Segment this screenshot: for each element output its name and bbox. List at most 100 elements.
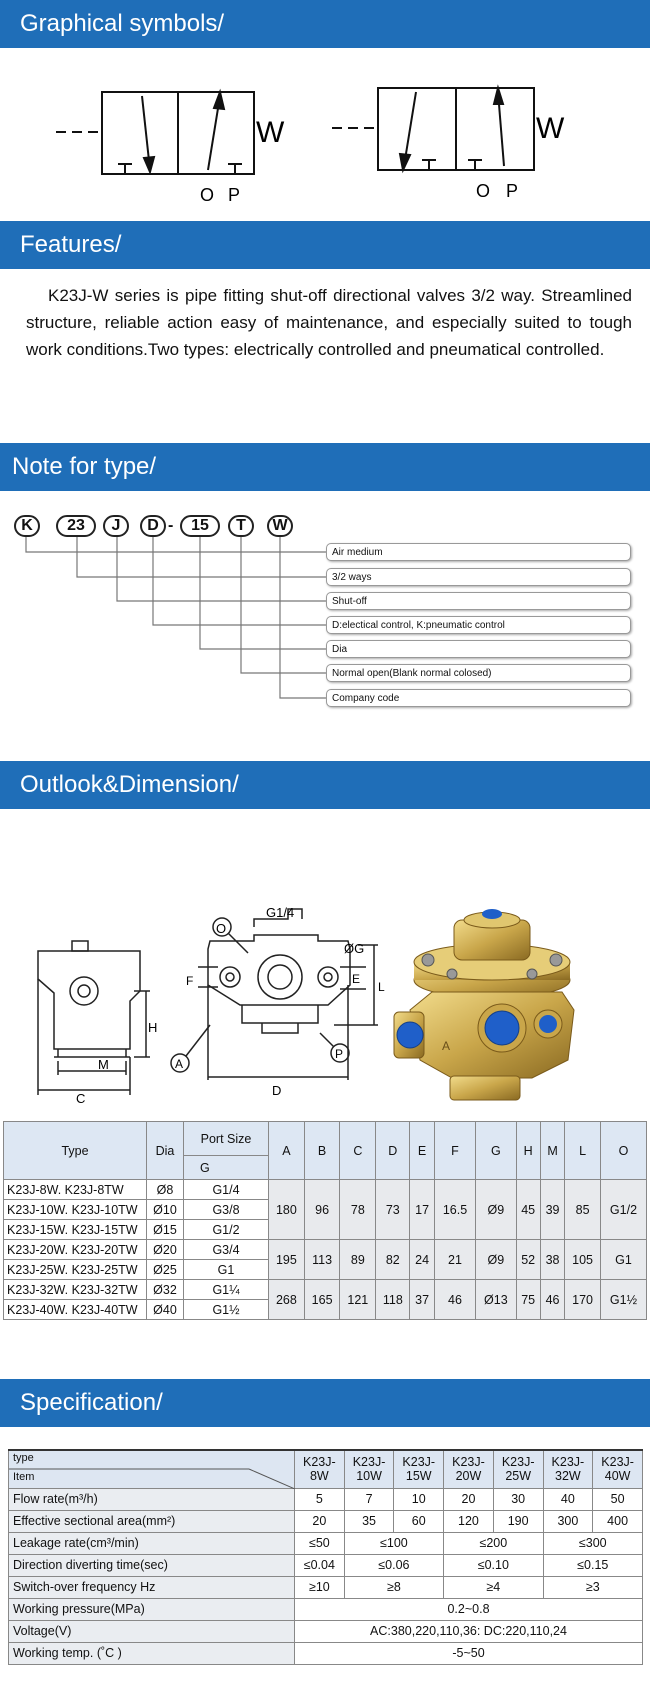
cell-direction: ≤0.10 (443, 1553, 544, 1577)
row-label-frequency: Switch-over frequency Hz (8, 1575, 295, 1599)
row-label-flow: Flow rate(m³/h) (8, 1487, 295, 1511)
cell-l: 105 (564, 1239, 601, 1280)
row-label-direction: Direction diverting time(sec) (8, 1553, 295, 1577)
cell-flow: 10 (393, 1487, 445, 1511)
cell-port: G1/4 (183, 1179, 269, 1200)
model-prefix: K23J- (402, 1455, 436, 1470)
cell-o: G1½ (599, 1279, 648, 1320)
code-k: K (14, 515, 40, 537)
row-label-leak: Leakage rate(cm³/min) (8, 1531, 295, 1555)
dim-label-p: P (335, 1047, 343, 1061)
header-port-size: Port Size (183, 1121, 269, 1156)
cell-area: 190 (492, 1509, 544, 1533)
features-paragraph: K23J-W series is pipe fitting shut-off d… (26, 286, 632, 359)
cell-type: K23J-8W. K23J-8TW (3, 1179, 147, 1200)
cell-direction: ≤0.06 (343, 1553, 445, 1577)
graphical-symbols: O P W O P W (56, 84, 565, 205)
table-row: Flow rate(m³/h) 5 7 10 20 30 40 50 (8, 1487, 643, 1511)
cell-a: 195 (268, 1239, 305, 1280)
cell-f: 16.5 (433, 1179, 477, 1240)
dimension-table: Type Dia Port Size A B C D E F G H M L O… (3, 1121, 648, 1320)
model-prefix: K23J- (303, 1455, 336, 1470)
cell-area: 300 (542, 1509, 594, 1533)
code-t: T (228, 515, 254, 537)
dim-label-h: H (148, 1020, 157, 1035)
header-f: F (433, 1121, 477, 1180)
code-d: D (140, 515, 166, 537)
table-header-row: G (4, 1155, 647, 1180)
cell-e: 24 (409, 1239, 435, 1280)
cell-leak: ≤300 (542, 1531, 644, 1555)
code-j: J (103, 515, 129, 537)
code-separator: - (168, 517, 174, 534)
cell-direction: ≤0.15 (542, 1553, 644, 1577)
header-a: A (268, 1121, 305, 1180)
cell-h: 52 (515, 1239, 541, 1280)
note-dia: Dia (326, 640, 631, 658)
cell-pressure: 0.2~0.8 (294, 1597, 643, 1621)
dim-label-e: E (352, 972, 360, 986)
spec-corner: type Item (8, 1449, 295, 1489)
section-title: Note for type/ (12, 453, 157, 480)
section-banner-features: Features/ (0, 221, 650, 269)
row-label-pressure: Working pressure(MPa) (8, 1597, 295, 1621)
cell-port: G1½ (183, 1299, 269, 1320)
header-dia: Dia (146, 1121, 184, 1180)
cell-b: 165 (303, 1279, 341, 1320)
cell-type: K23J-20W. K23J-20TW (3, 1239, 147, 1260)
table-row: Voltage(V) AC:380,220,110,36: DC:220,110… (8, 1619, 643, 1643)
corner-type: type (13, 1452, 34, 1464)
type-code-connectors (25, 537, 326, 699)
note-normal-open: Normal open(Blank normal colosed) (326, 664, 631, 682)
cell-g: Ø13 (475, 1279, 517, 1320)
dim-label-g14: G1/4 (266, 905, 294, 920)
cell-temp: -5~50 (294, 1641, 643, 1665)
cell-m: 46 (539, 1279, 566, 1320)
cell-area: 60 (393, 1509, 445, 1533)
model-header: K23J-40W (592, 1449, 643, 1489)
dim-label-o: O (216, 921, 226, 936)
row-label-voltage: Voltage(V) (8, 1619, 295, 1643)
header-port-g: G (183, 1155, 269, 1180)
cell-flow: 5 (294, 1487, 345, 1511)
note-company-code: Company code (326, 689, 631, 707)
cell-d: 82 (375, 1239, 411, 1280)
cell-flow: 50 (592, 1487, 643, 1511)
cell-voltage: AC:380,220,110,36: DC:220,110,24 (294, 1619, 643, 1643)
table-row: K23J-32W. K23J-32TW Ø32 G1¼ 268 165 121 … (3, 1279, 648, 1320)
cell-frequency: ≥4 (443, 1575, 544, 1599)
table-row: Leakage rate(cm³/min) ≤50 ≤100 ≤200 ≤300 (8, 1531, 644, 1555)
code-15: 15 (180, 515, 220, 537)
port-p-right: P (506, 181, 518, 201)
dim-label-c: C (76, 1091, 85, 1105)
table-row: K23J-40W. K23J-40TW Ø40 G1½ (3, 1299, 647, 1320)
symbol-left (56, 88, 255, 176)
cell-dia: Ø15 (146, 1219, 184, 1240)
model-prefix: K23J- (551, 1455, 585, 1470)
cell-b: 96 (303, 1179, 341, 1240)
cell-port: G1¼ (183, 1279, 269, 1300)
cell-c: 89 (339, 1239, 377, 1280)
header-l: L (564, 1121, 601, 1180)
cell-m: 39 (539, 1179, 566, 1240)
cell-d: 73 (375, 1179, 411, 1240)
model-header: K23J-10W (343, 1449, 395, 1489)
section-banner-spec: Specification/ (0, 1379, 650, 1427)
cell-g: Ø9 (475, 1239, 517, 1280)
cell-dia: Ø8 (146, 1179, 184, 1200)
symbol-right (332, 84, 535, 174)
cell-flow: 7 (343, 1487, 395, 1511)
cell-dia: Ø40 (146, 1299, 184, 1320)
cell-port: G3/4 (183, 1239, 269, 1260)
cell-c: 121 (339, 1279, 377, 1320)
cell-e: 37 (409, 1279, 435, 1320)
dim-label-f: F (186, 974, 193, 988)
model-header: K23J-32W (542, 1449, 594, 1489)
model-prefix: K23J- (501, 1455, 535, 1470)
table-row: K23J-20W. K23J-20TW Ø20 G3/4 195 113 89 … (3, 1239, 648, 1280)
note-control: D:electical control, K:pneumatic control (326, 616, 631, 634)
cell-dia: Ø10 (146, 1199, 184, 1220)
table-row: K23J-8W. K23J-8TW Ø8 G1/4 180 96 78 73 1… (3, 1179, 648, 1240)
cell-type: K23J-32W. K23J-32TW (3, 1279, 147, 1300)
cell-h: 75 (515, 1279, 541, 1320)
